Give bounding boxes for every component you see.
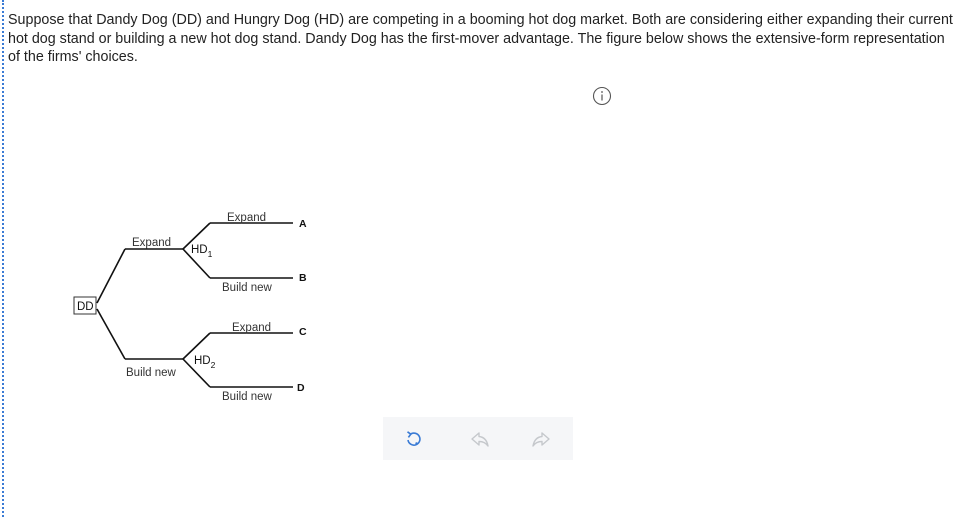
reset-icon[interactable] bbox=[403, 428, 425, 450]
dd-node-box bbox=[73, 296, 97, 315]
outcome-b: B bbox=[299, 272, 307, 284]
dd-expand-branch bbox=[96, 248, 126, 304]
hd1-expand-branch bbox=[182, 222, 211, 250]
outcome-d: D bbox=[297, 382, 305, 394]
hd2-build-label: Build new bbox=[222, 391, 273, 403]
hd1-build-label: Build new bbox=[222, 282, 273, 294]
hd1-node-label: HD1 bbox=[191, 244, 213, 259]
dd-build-label: Build new bbox=[126, 367, 177, 379]
outcome-a: A bbox=[299, 218, 307, 230]
dd-expand-label: Expand bbox=[132, 237, 171, 249]
question-text: Suppose that Dandy Dog (DD) and Hungry D… bbox=[8, 12, 953, 65]
hd2-node-label: HD2 bbox=[194, 355, 216, 370]
hd1-build-branch bbox=[182, 248, 211, 279]
undo-icon[interactable] bbox=[469, 428, 491, 450]
info-icon[interactable] bbox=[592, 86, 612, 106]
hd2-expand-branch bbox=[182, 332, 211, 360]
dd-build-branch bbox=[96, 308, 126, 360]
question-left-border bbox=[2, 0, 4, 517]
hd1-expand-label: Expand bbox=[227, 212, 266, 224]
redo-icon[interactable] bbox=[530, 428, 552, 450]
graph-toolbar bbox=[383, 417, 573, 460]
outcome-c: C bbox=[299, 326, 307, 338]
dd-node-label: DD bbox=[77, 301, 94, 313]
hd2-expand-label: Expand bbox=[232, 322, 271, 334]
hd2-build-branch bbox=[182, 358, 211, 388]
